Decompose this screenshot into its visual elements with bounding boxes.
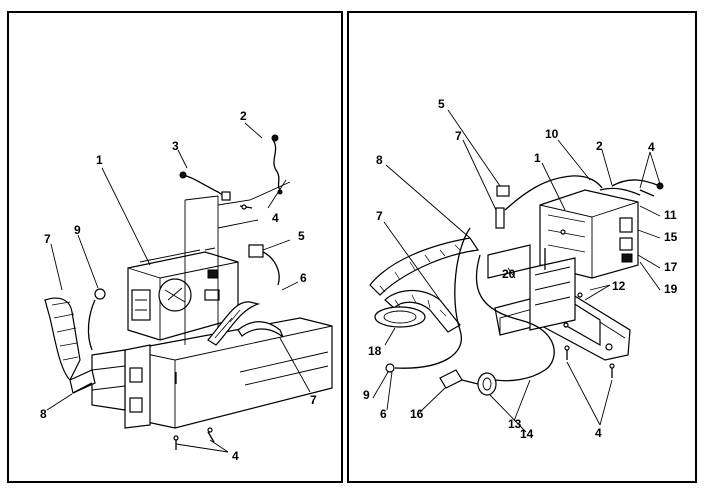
callout-10: 10: [545, 127, 559, 141]
callout-19: 19: [664, 282, 678, 296]
callout-4: 4: [232, 449, 239, 463]
callout-9: 9: [74, 223, 81, 237]
callout-2: 2: [240, 109, 247, 123]
callout-8: 8: [376, 153, 383, 167]
left-labels: 1 2 3 4 4 5 6 7 7 8 9: [40, 109, 317, 463]
right-labels: 1 2 4 4 5 6 7 7 8 9 10 11 12 13 14 15 16…: [363, 97, 678, 441]
callout-7: 7: [310, 393, 317, 407]
callout-14: 14: [520, 427, 534, 441]
callout-5: 5: [298, 229, 305, 243]
callout-9: 9: [363, 388, 370, 402]
callout-15: 15: [664, 230, 678, 244]
callout-12: 12: [612, 279, 626, 293]
callout-1: 1: [534, 151, 541, 165]
callout-1: 1: [96, 153, 103, 167]
callout-11: 11: [664, 208, 677, 222]
callout-7: 7: [455, 129, 462, 143]
callout-18: 18: [368, 344, 382, 358]
callout-5: 5: [438, 97, 445, 111]
callout-7: 7: [376, 209, 383, 223]
callout-7: 7: [44, 232, 51, 246]
left-panel-frame: [7, 11, 343, 483]
callout-20: 20: [502, 267, 516, 281]
callout-6: 6: [380, 407, 387, 421]
callout-3: 3: [172, 139, 179, 153]
left-leader-lines: [46, 122, 311, 453]
callout-2: 2: [596, 139, 603, 153]
right-leader-lines: [372, 109, 661, 433]
right-panel-drawing: [369, 175, 664, 396]
callout-6: 6: [300, 271, 307, 285]
callout-13: 13: [508, 417, 522, 431]
right-panel-frame: [347, 11, 697, 483]
callout-4: 4: [272, 211, 279, 225]
callout-16: 16: [410, 407, 424, 421]
callout-8: 8: [40, 407, 47, 421]
left-panel-drawing: [44, 134, 333, 450]
callout-4: 4: [595, 426, 602, 440]
callout-4: 4: [648, 140, 655, 154]
callout-17: 17: [664, 260, 678, 274]
